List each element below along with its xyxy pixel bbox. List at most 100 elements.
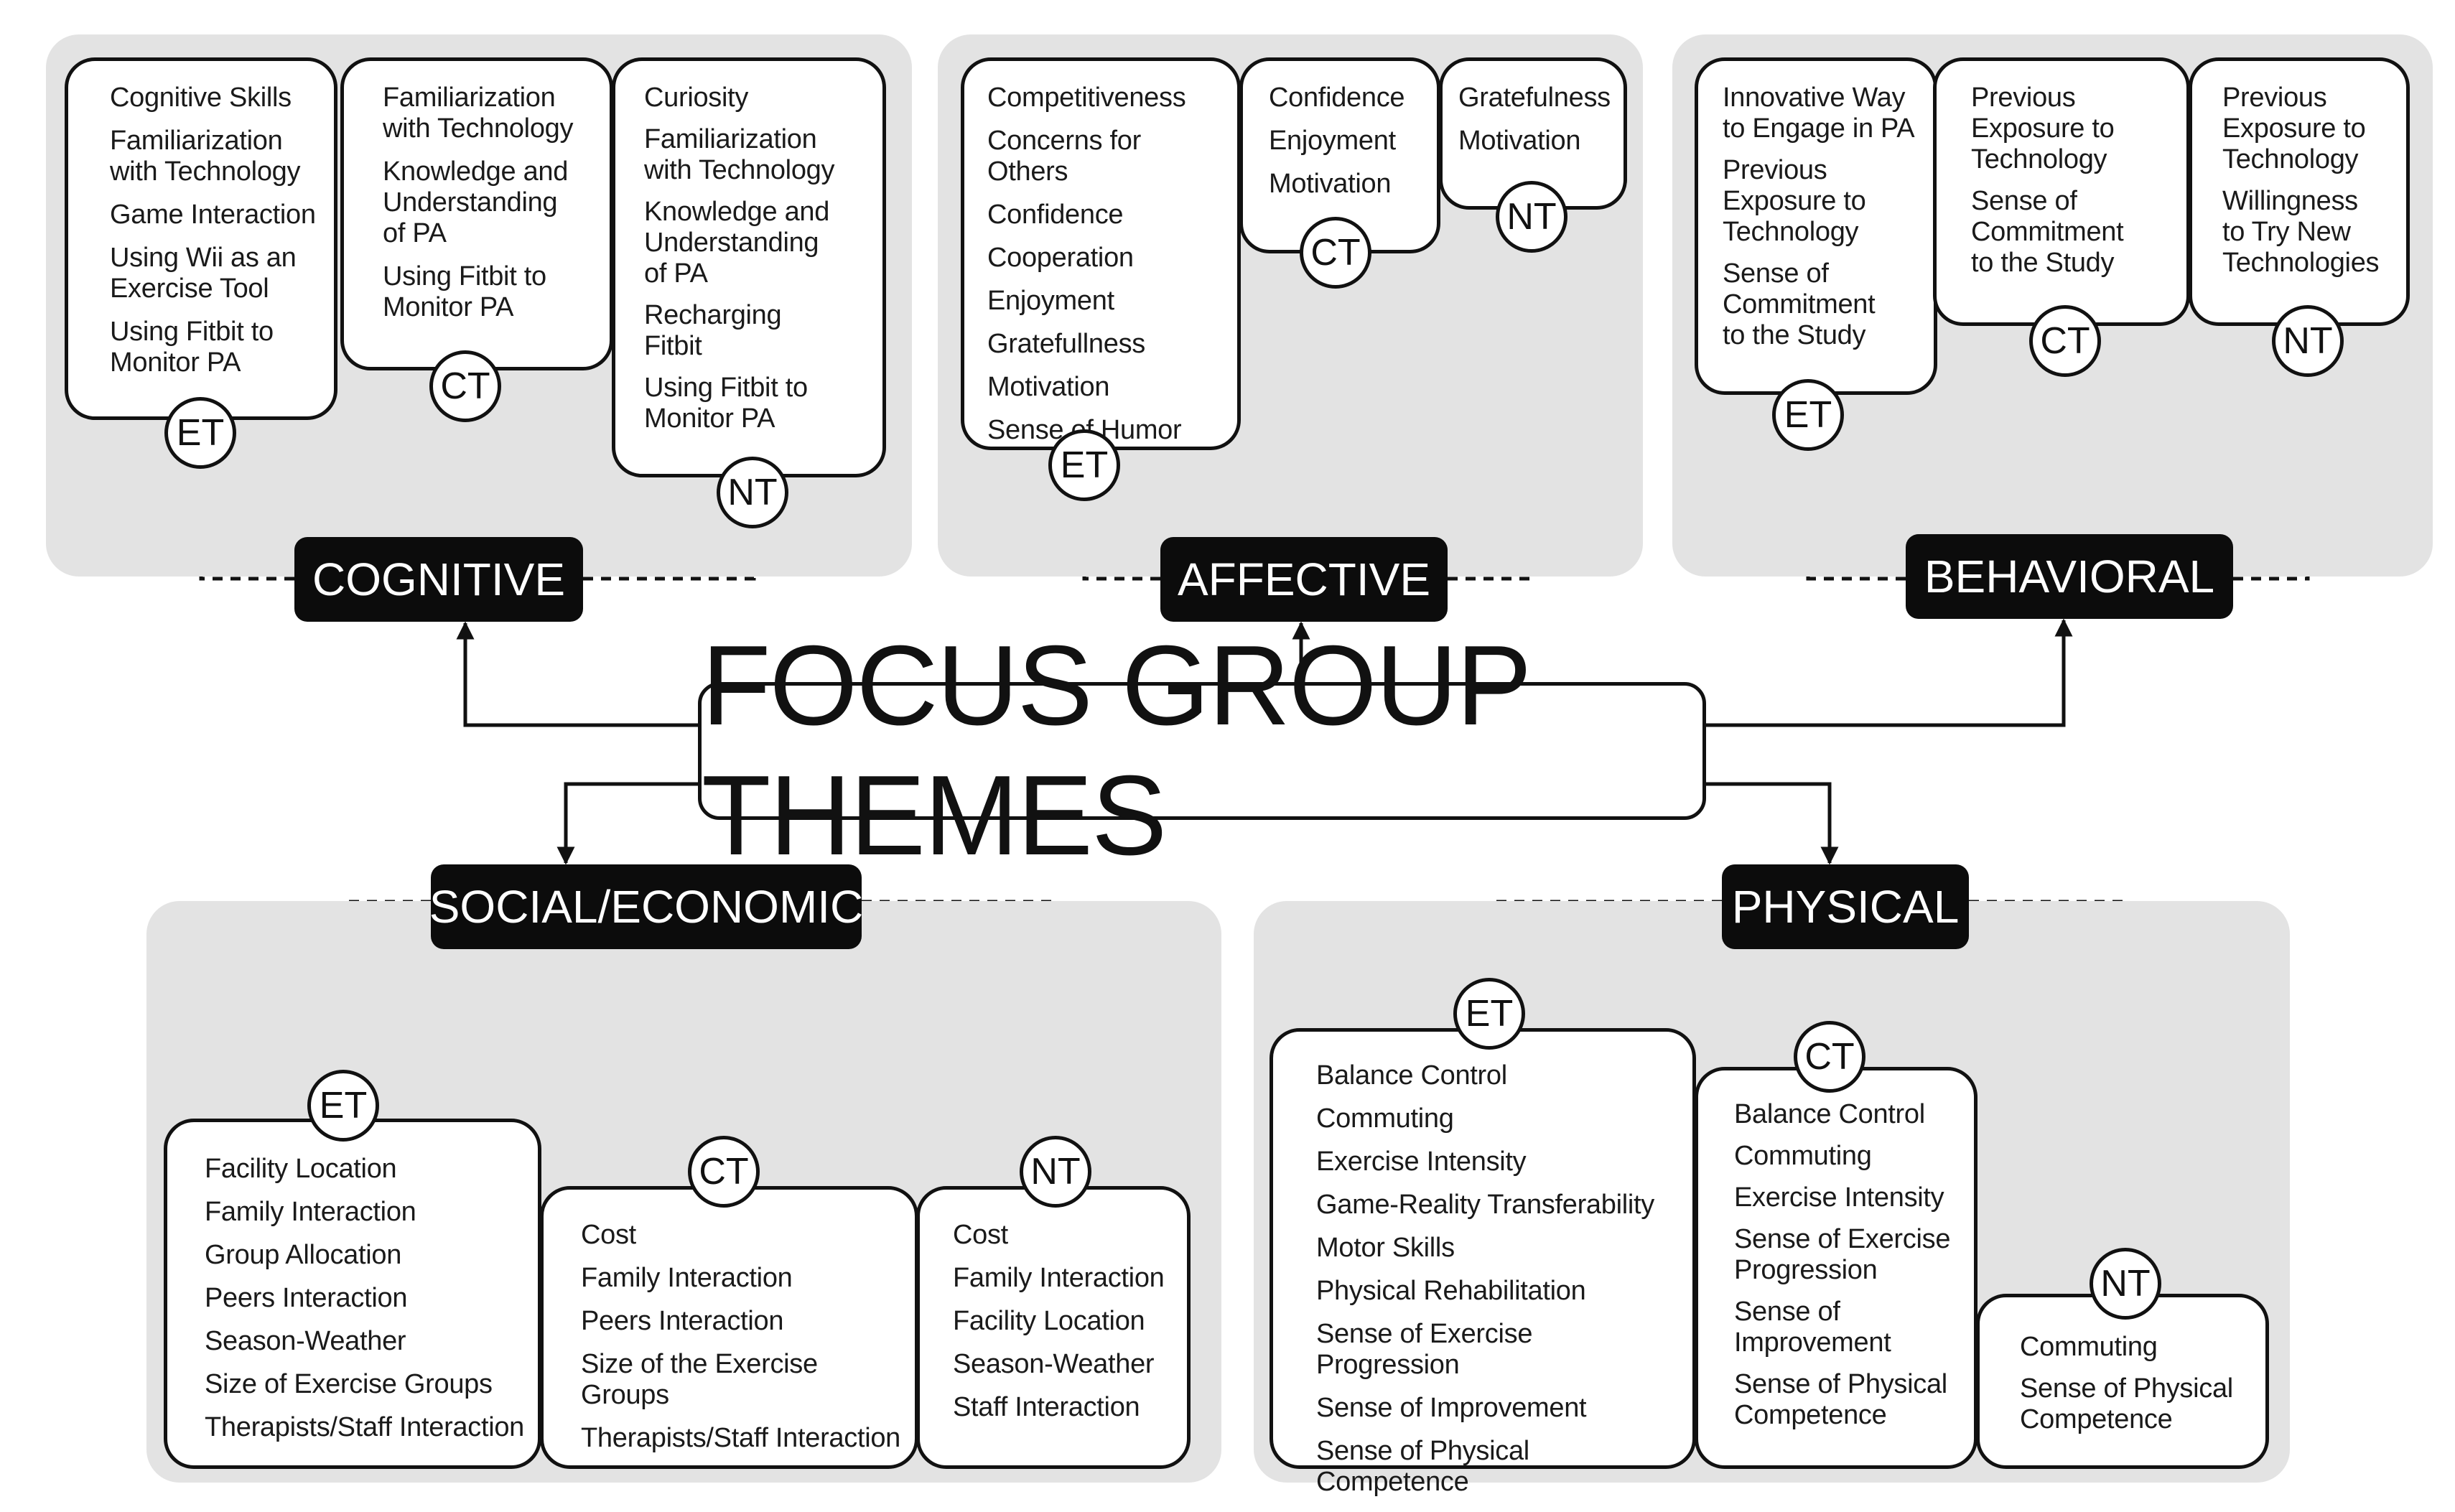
theme-item: Recharging Fitbit xyxy=(644,300,782,361)
theme-item: Balance Control xyxy=(1316,1060,1507,1091)
theme-item: Motor Skills xyxy=(1316,1233,1455,1263)
theme-item: Using Wii as an Exercise Tool xyxy=(110,243,297,304)
theme-item: Cooperation xyxy=(987,243,1134,273)
theme-item: Sense of Exercise Progression xyxy=(1734,1224,1951,1285)
theme-item: Motivation xyxy=(1458,126,1581,156)
theme-item: Staff Interaction xyxy=(953,1392,1140,1422)
theme-item: Sense of Improvement xyxy=(1316,1393,1587,1423)
cognitive-et-badge: ET xyxy=(164,397,236,469)
theme-item: Familiarization with Technology xyxy=(644,124,835,185)
behavioral-label: BEHAVIORAL xyxy=(1906,534,2233,619)
affective-et-badge: ET xyxy=(1048,429,1120,501)
social-economic-ct-badge: CT xyxy=(688,1136,760,1208)
theme-item: Curiosity xyxy=(644,83,749,113)
theme-item: Size of the Exercise Groups xyxy=(581,1349,818,1410)
theme-item: Concerns for Others xyxy=(987,126,1141,187)
theme-item: Familiarization with Technology xyxy=(110,126,301,187)
focus-group-themes-title: FOCUS GROUP THEMES xyxy=(698,622,1706,879)
theme-item: Facility Location xyxy=(205,1154,397,1184)
theme-item: Commuting xyxy=(1734,1141,1872,1171)
theme-item: Sense of Physical Competence xyxy=(1734,1369,1947,1430)
theme-item: Motivation xyxy=(987,372,1110,402)
behavioral-nt-badge: NT xyxy=(2272,305,2344,377)
theme-item: Using Fitbit to Monitor PA xyxy=(383,261,546,322)
theme-item: Gratefullness xyxy=(987,329,1145,359)
theme-item: Enjoyment xyxy=(1269,126,1396,156)
theme-item: Peers Interaction xyxy=(581,1306,784,1336)
theme-item: Cognitive Skills xyxy=(110,83,292,113)
theme-item: Sense of Improvement xyxy=(1734,1297,1891,1358)
theme-item: Family Interaction xyxy=(205,1197,416,1227)
social-economic-label: SOCIAL/ECONOMIC xyxy=(429,864,863,949)
cognitive-label: COGNITIVE xyxy=(294,537,583,622)
theme-item: Using Fitbit to Monitor PA xyxy=(644,373,808,434)
cognitive-ct-badge: CT xyxy=(429,350,501,422)
theme-item: Previous Exposure to Technology xyxy=(1723,155,1866,247)
arrow-to-social-economic xyxy=(556,782,698,865)
theme-item: Sense of Physical Competence xyxy=(1316,1436,1529,1497)
theme-item: Game-Reality Transferability xyxy=(1316,1190,1654,1220)
arrow-to-cognitive xyxy=(456,621,698,727)
theme-item: Innovative Way to Engage in PA xyxy=(1723,83,1915,144)
behavioral-et-box: Innovative Way to Engage in PA Previous E… xyxy=(1695,57,1937,395)
cognitive-nt-badge: NT xyxy=(717,457,788,528)
theme-item: Knowledge and Understanding of PA xyxy=(383,157,569,248)
theme-item: Motivation xyxy=(1269,169,1392,199)
physical-label: PHYSICAL xyxy=(1722,864,1969,949)
affective-label: AFFECTIVE xyxy=(1160,537,1448,622)
theme-item: Enjoyment xyxy=(987,286,1114,316)
theme-item: Gratefulness xyxy=(1458,83,1611,113)
theme-item: Group Allocation xyxy=(205,1240,402,1270)
theme-item: Sense of Physical Competence xyxy=(2020,1373,2233,1434)
theme-item: Sense of Commitment to the Study xyxy=(1971,186,2124,278)
theme-item: Exercise Intensity xyxy=(1734,1182,1944,1213)
physical-nt-badge: NT xyxy=(2090,1248,2161,1320)
arrow-to-physical xyxy=(1706,782,1839,865)
theme-item: Previous Exposure to Technology xyxy=(1971,83,2115,174)
theme-item: Knowledge and Understanding of PA xyxy=(644,197,830,289)
theme-item: Family Interaction xyxy=(581,1263,793,1293)
theme-item: Game Interaction xyxy=(110,200,316,230)
physical-et-badge: ET xyxy=(1453,978,1525,1050)
theme-item: Commuting xyxy=(2020,1332,2158,1362)
theme-item: Familiarization with Technology xyxy=(383,83,574,144)
theme-item: Confidence xyxy=(987,200,1124,230)
affective-ct-badge: CT xyxy=(1300,217,1371,289)
theme-item: Family Interaction xyxy=(953,1263,1165,1293)
theme-item: Cost xyxy=(581,1220,636,1250)
affective-nt-badge: NT xyxy=(1496,181,1567,253)
theme-item: Cost xyxy=(953,1220,1008,1250)
theme-item: Previous Exposure to Technology xyxy=(2222,83,2366,174)
behavioral-et-list: Innovative Way to Engage in PA Previous E… xyxy=(1723,83,1921,362)
theme-item: Season-Weather xyxy=(205,1326,406,1356)
theme-item: Therapists/Staff Interaction xyxy=(581,1423,901,1453)
behavioral-et-badge: ET xyxy=(1772,379,1844,451)
theme-item: Facility Location xyxy=(953,1306,1145,1336)
theme-item: Physical Rehabilitation xyxy=(1316,1276,1586,1306)
theme-item: Size of Exercise Groups xyxy=(205,1369,493,1399)
